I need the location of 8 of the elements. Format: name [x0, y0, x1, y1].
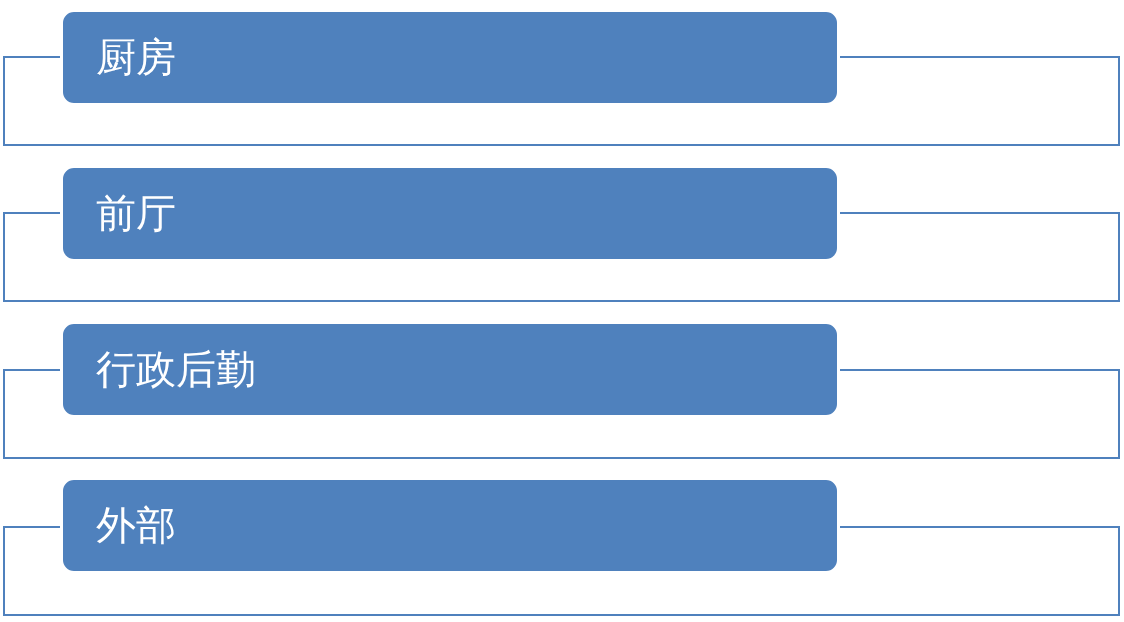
category-box — [60, 9, 840, 106]
category-box — [60, 165, 840, 262]
category-box — [60, 321, 840, 418]
category-label: 前厅 — [96, 189, 176, 238]
category-label: 厨房 — [96, 33, 176, 82]
category-box — [60, 477, 840, 574]
category-label: 外部 — [96, 501, 176, 550]
category-label: 行政后勤 — [96, 345, 256, 394]
